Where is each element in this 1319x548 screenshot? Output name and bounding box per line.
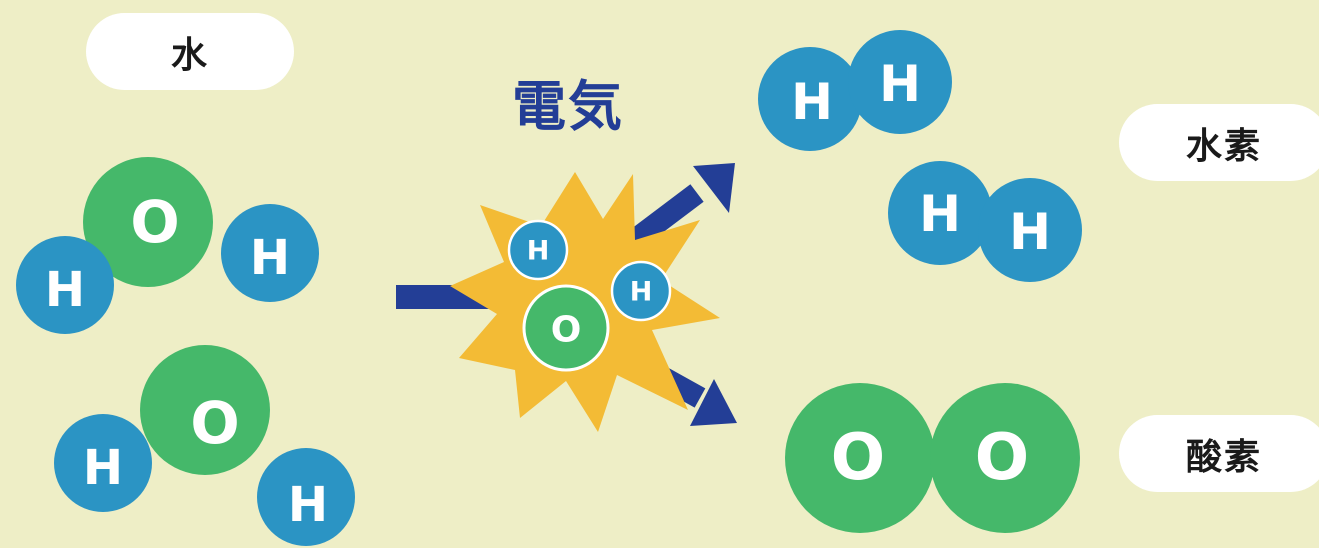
hydrogen-symbol: H <box>630 277 653 308</box>
hydrogen-atom <box>848 30 952 134</box>
oxygen-symbol: O <box>130 188 179 256</box>
oxygen-molecule: O O <box>785 383 1080 533</box>
oxygen-atom <box>522 284 610 372</box>
hydrogen-atom <box>221 204 319 302</box>
oxygen-atom <box>930 383 1080 533</box>
hydrogen-symbol: H <box>919 185 961 243</box>
water-molecule-2: O H H <box>54 345 355 546</box>
oxygen-label: 酸素 <box>1119 415 1319 492</box>
hydrogen-molecule-2: H H <box>888 161 1082 282</box>
oxygen-symbol: O <box>975 421 1029 495</box>
hydrogen-atom <box>978 178 1082 282</box>
hydrogen-symbol: H <box>45 262 85 318</box>
oxygen-atom <box>785 383 935 533</box>
hydrogen-symbol: H <box>791 73 833 131</box>
hydrogen-atom <box>16 236 114 334</box>
oxygen-symbol: O <box>190 389 239 457</box>
hydrogen-atom <box>888 161 992 265</box>
oxygen-atom <box>140 345 270 475</box>
hydrogen-symbol: H <box>83 440 123 496</box>
hydrogen-atom <box>610 260 672 322</box>
hydrogen-symbol: H <box>1009 203 1051 261</box>
hydrogen-atom <box>257 448 355 546</box>
oxygen-symbol: O <box>831 421 885 495</box>
hydrogen-atom <box>758 47 862 151</box>
hydrogen-symbol: H <box>250 230 290 286</box>
oxygen-atom <box>83 157 213 287</box>
oxygen-symbol: O <box>551 310 582 351</box>
hydrogen-atom <box>54 414 152 512</box>
hydrogen-symbol: H <box>288 477 328 533</box>
hydrogen-label: 水素 <box>1119 104 1319 181</box>
hydrogen-atom <box>507 219 569 281</box>
hydrogen-symbol: H <box>527 236 550 267</box>
split-atoms: H H O <box>507 219 672 372</box>
hydrogen-symbol: H <box>879 55 921 113</box>
water-molecule-1: O H H <box>16 157 319 334</box>
arrow-to-hydrogen <box>621 163 735 254</box>
hydrogen-molecule-1: H H <box>758 30 952 151</box>
water-label: 水 <box>86 13 294 90</box>
electricity-label: 電気 <box>512 75 624 138</box>
